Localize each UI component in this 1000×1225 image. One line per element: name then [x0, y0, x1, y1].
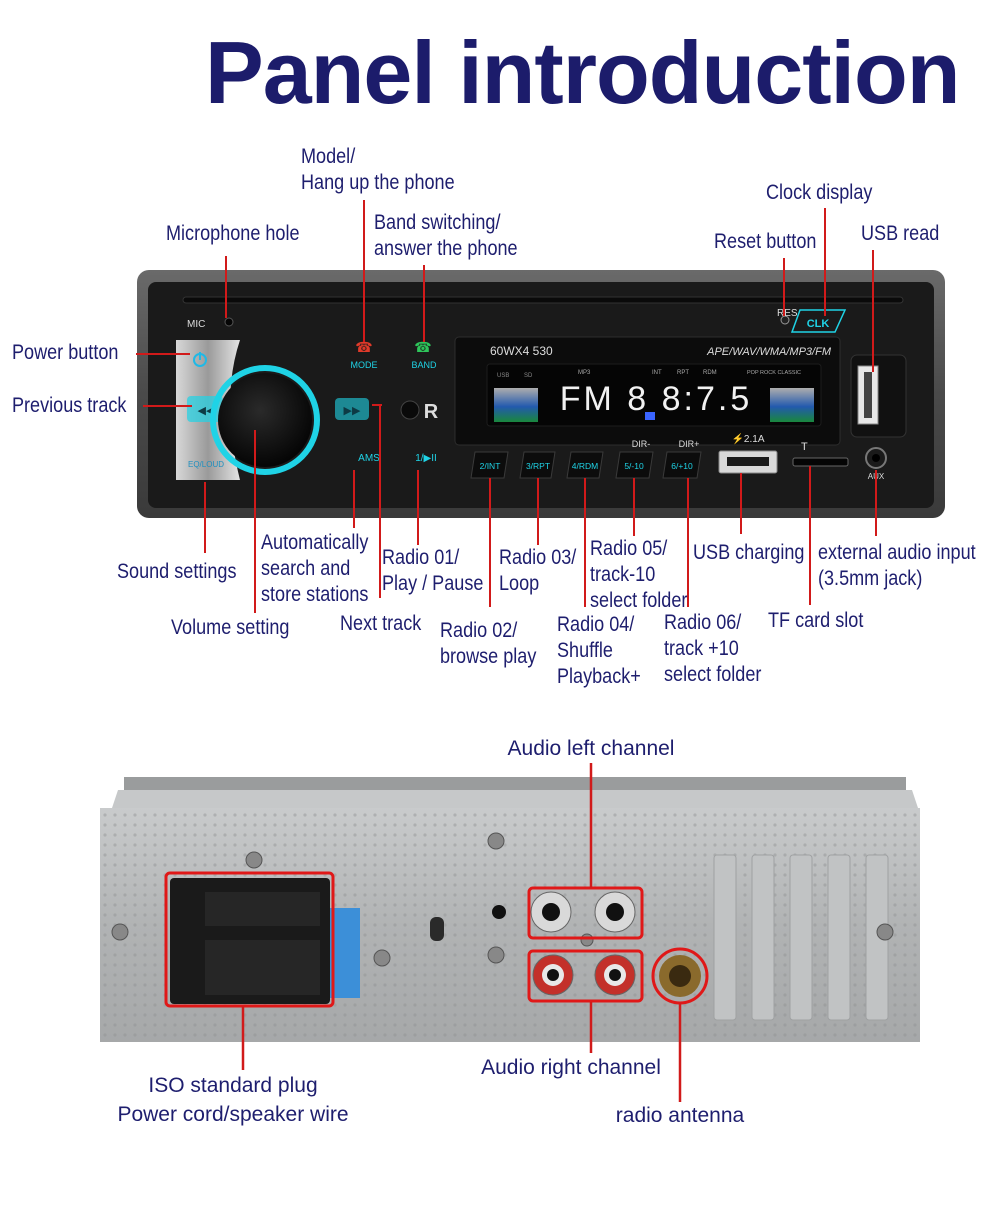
mount-slot [430, 917, 444, 941]
dir-minus-text: DIR- [632, 439, 651, 449]
res-text: RES [777, 308, 798, 319]
label-volume-setting: Volume setting [171, 616, 290, 639]
preset-2-text[interactable]: 2/INT [480, 461, 501, 471]
label-radio-06: Radio 06/ track +10 select folder [664, 611, 762, 686]
volume-knob-ring [210, 365, 320, 475]
lcd-usb-text: USB [497, 373, 509, 379]
ir-sensor [400, 400, 420, 420]
lcd-rdm-text: RDM [703, 370, 717, 376]
label-usb-charging: USB charging [693, 541, 805, 564]
front-leader-lines [136, 200, 877, 613]
label-clock-display: Clock display [766, 181, 873, 204]
antenna-socket [651, 947, 709, 1005]
hangup-icon: ☎ [355, 339, 372, 355]
label-power-button: Power button [12, 341, 119, 364]
label-reset-button: Reset button [714, 230, 817, 253]
spectrum-left [494, 388, 538, 422]
mic-text: MIC [187, 319, 205, 330]
lcd-frequency-text: FM 8 8:7.5 [560, 380, 753, 418]
preset-5-text[interactable]: 5/-10 [624, 461, 644, 471]
volume-knob[interactable] [218, 373, 312, 467]
lcd-rpt-text: RPT [677, 370, 689, 376]
lcd-mp3-text: MP3 [578, 370, 591, 376]
eq-loud-text[interactable]: EQ/LOUD [188, 460, 224, 469]
lcd-int-text: INT [652, 370, 662, 376]
preset-3-text[interactable]: 3/RPT [526, 461, 550, 471]
preset-4-text[interactable]: 4/RDM [572, 461, 598, 471]
label-aux-input: external audio input (3.5mm jack) [818, 541, 976, 590]
label-iso-plug: ISO standard plug Power cord/speaker wir… [117, 1074, 349, 1126]
preset-6-text[interactable]: 6/+10 [671, 461, 693, 471]
lcd-eq-modes-text: POP ROCK CLASSIC [747, 370, 801, 376]
label-previous-track: Previous track [12, 394, 127, 417]
spectrum-right [770, 388, 814, 422]
band-text[interactable]: BAND [411, 360, 437, 370]
ir-icon: R [424, 401, 439, 423]
dir-plus-text: DIR+ [679, 439, 700, 449]
rear-panel [100, 777, 920, 1042]
model-text: 60WX4 530 [490, 344, 553, 358]
label-radio-antenna: radio antenna [615, 1104, 745, 1127]
rca-right-channel [527, 949, 644, 1003]
next-track-button[interactable] [335, 398, 369, 420]
microphone-hole [224, 317, 234, 327]
label-tf-card-slot: TF card slot [768, 609, 864, 632]
rca-left-channel [527, 886, 644, 940]
label-radio-04: Radio 04/ Shuffle Playback+ [557, 613, 641, 688]
label-next-track: Next track [340, 612, 422, 635]
preset-buttons [470, 451, 702, 479]
label-model-hangup: Model/ Hang up the phone [301, 145, 455, 194]
label-ams: Automatically search and store stations [261, 531, 369, 606]
formats-text: APE/WAV/WMA/MP3/FM [706, 346, 832, 358]
page-title: Panel introduction [205, 23, 960, 122]
power-icon[interactable] [193, 352, 207, 367]
label-audio-left-channel: Audio left channel [507, 737, 675, 760]
iso-fuse [330, 908, 360, 998]
play-pause-text[interactable]: 1/▶II [415, 453, 437, 464]
bluetooth-indicator [645, 412, 655, 420]
lcd-sd-text: SD [524, 373, 533, 379]
rear-leader-lines [241, 763, 682, 1102]
label-radio-05: Radio 05/ track-10 select folder [590, 537, 688, 612]
answer-icon: ☎ [414, 339, 431, 355]
lcd-screen [486, 363, 822, 427]
label-microphone-hole: Microphone hole [166, 222, 300, 245]
label-band-switching: Band switching/ answer the phone [374, 211, 518, 260]
ground-hole [492, 905, 506, 919]
front-panel-text: MIC MODE BAND RES CLK EQ/LOUD AMS 1/▶II … [187, 308, 885, 481]
label-audio-right-channel: Audio right channel [481, 1056, 661, 1079]
label-radio-03: Radio 03/ Loop [499, 546, 577, 595]
label-usb-read: USB read [861, 222, 940, 245]
clk-text: CLK [807, 318, 830, 330]
label-sound-settings: Sound settings [117, 560, 237, 583]
mode-text[interactable]: MODE [351, 360, 378, 370]
label-radio-01: Radio 01/ Play / Pause [382, 546, 484, 595]
front-panel: ◀◀ ▶▶ R ☎ ☎ [137, 270, 945, 518]
tf-card-slot[interactable] [792, 457, 849, 467]
usb-amp-text: ⚡2.1A [731, 432, 764, 445]
tf-t-text: T [801, 441, 808, 453]
next-track-icon: ▶▶ [344, 405, 361, 417]
label-radio-02: Radio 02/ browse play [440, 619, 537, 668]
iso-highlight [164, 871, 335, 1008]
clk-button[interactable] [790, 309, 847, 333]
ams-text[interactable]: AMS [358, 453, 380, 464]
